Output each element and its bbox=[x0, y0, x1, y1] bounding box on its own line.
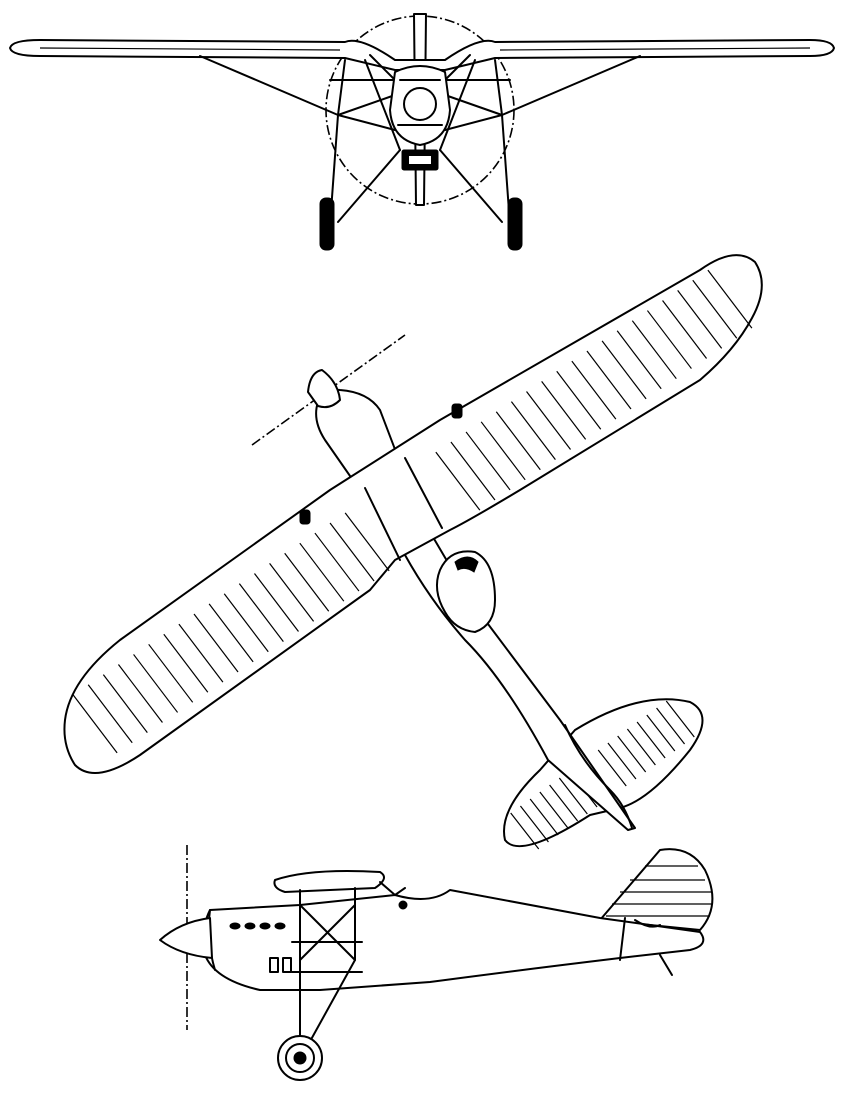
side-view bbox=[159, 845, 714, 1081]
front-cowl-lines bbox=[397, 79, 443, 126]
wing-rib bbox=[117, 664, 163, 723]
tail-rib bbox=[549, 784, 579, 822]
tail-rib bbox=[665, 700, 695, 738]
front-gear-left-struts bbox=[329, 114, 401, 226]
wing-rib bbox=[586, 350, 632, 410]
wing-rib bbox=[72, 694, 118, 754]
front-wing bbox=[9, 39, 835, 71]
front-radiator-inner bbox=[407, 154, 433, 166]
tail-rib bbox=[519, 805, 549, 843]
wing-rib bbox=[208, 603, 254, 663]
side-tailskid bbox=[659, 954, 673, 976]
wing-rib bbox=[631, 320, 677, 380]
top-view bbox=[63, 254, 763, 850]
wing-rib bbox=[646, 310, 692, 369]
wing-rib bbox=[314, 532, 360, 592]
wing-rib bbox=[87, 684, 133, 744]
front-view bbox=[9, 13, 835, 251]
wing-rib bbox=[601, 340, 647, 400]
front-gear-right-struts bbox=[439, 114, 511, 226]
side-cabane-struts bbox=[299, 887, 356, 961]
wing-rib bbox=[253, 573, 299, 632]
wing-rib bbox=[692, 279, 738, 339]
wing-rib bbox=[223, 593, 269, 653]
top-wing-ribs bbox=[72, 269, 753, 754]
side-windscreen bbox=[379, 881, 406, 896]
wing-rib bbox=[541, 381, 587, 440]
side-exhaust-ports bbox=[229, 922, 286, 930]
wing-rib bbox=[163, 633, 209, 693]
wing-rib bbox=[435, 451, 481, 511]
tail-rib bbox=[636, 721, 666, 759]
tail-rib bbox=[656, 707, 686, 745]
tail-rib bbox=[510, 812, 540, 850]
wing-rib bbox=[480, 421, 526, 481]
wing-rib bbox=[299, 542, 345, 602]
wing-rib bbox=[510, 401, 556, 460]
tail-rib bbox=[646, 714, 676, 752]
wing-rib bbox=[238, 583, 284, 642]
wing-rib bbox=[707, 269, 753, 329]
wing-rib bbox=[148, 643, 194, 703]
wing-rib bbox=[526, 391, 572, 450]
front-right-wheel bbox=[507, 197, 523, 251]
top-tail-ribs bbox=[510, 700, 695, 850]
front-cabane-struts bbox=[364, 54, 476, 151]
wing-rib bbox=[193, 613, 239, 673]
wing-rib bbox=[269, 563, 315, 622]
tail-rib bbox=[529, 798, 559, 836]
top-rudder bbox=[564, 724, 633, 829]
side-strut-braces bbox=[291, 941, 363, 973]
top-left-exhaust bbox=[299, 509, 311, 525]
wing-rib bbox=[102, 674, 148, 734]
side-fin bbox=[599, 848, 714, 931]
side-wing bbox=[273, 870, 385, 893]
top-wing bbox=[63, 254, 763, 774]
wing-rib bbox=[344, 512, 390, 572]
wing-rib bbox=[616, 330, 662, 390]
top-spinner bbox=[307, 369, 341, 409]
wing-rib bbox=[465, 431, 511, 491]
top-right-exhaust bbox=[451, 403, 463, 419]
side-rudder-hinge bbox=[619, 917, 661, 961]
wing-rib bbox=[495, 411, 541, 471]
wing-rib bbox=[178, 623, 224, 683]
side-vent-1 bbox=[269, 957, 279, 973]
wing-rib bbox=[284, 552, 330, 612]
wing-rib bbox=[450, 441, 496, 501]
wing-rib bbox=[329, 522, 375, 582]
wing-rib bbox=[677, 289, 723, 349]
top-cockpit-headrest bbox=[454, 556, 479, 573]
top-cockpit bbox=[435, 550, 496, 633]
top-wing-center-section bbox=[364, 457, 443, 561]
wing-rib bbox=[133, 654, 179, 713]
front-wing-line-left bbox=[39, 47, 341, 51]
front-left-wheel bbox=[319, 197, 335, 251]
tail-rib bbox=[617, 735, 647, 773]
tail-rib bbox=[607, 742, 637, 780]
tail-rib bbox=[539, 791, 569, 829]
front-wing-line-right bbox=[499, 47, 811, 51]
front-spinner bbox=[403, 87, 437, 121]
side-spinner bbox=[159, 917, 213, 959]
side-pilot-head bbox=[398, 900, 408, 910]
wing-rib bbox=[662, 300, 708, 359]
side-vent-2 bbox=[282, 957, 292, 973]
tail-rib bbox=[597, 749, 627, 787]
side-wheel-hub bbox=[293, 1051, 307, 1065]
tail-rib bbox=[626, 728, 656, 766]
wing-rib bbox=[571, 360, 617, 420]
tail-rib bbox=[558, 777, 588, 815]
side-fin-ribs bbox=[606, 865, 712, 917]
wing-rib bbox=[556, 370, 602, 430]
